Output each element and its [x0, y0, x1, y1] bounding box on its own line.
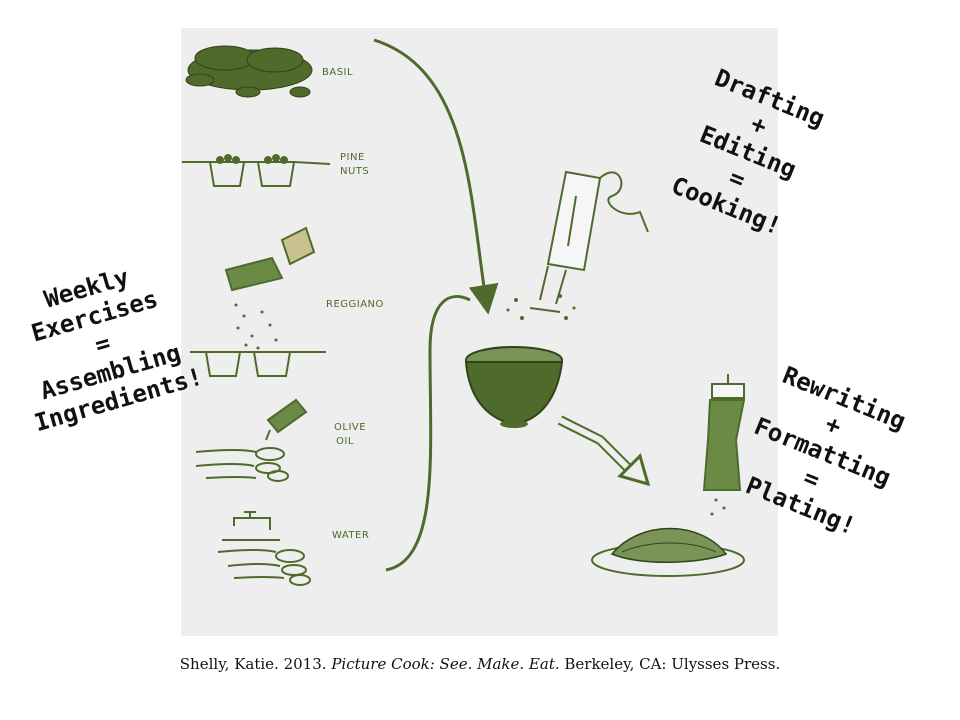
flow-arrows	[373, 38, 651, 572]
label-olive: OLIVE	[334, 422, 366, 433]
water-illustration	[217, 511, 311, 586]
olive-oil-illustration	[195, 398, 308, 482]
pesto-bowl-illustration	[464, 346, 564, 428]
blender-illustration	[506, 170, 649, 320]
label-water: WATER	[332, 530, 369, 541]
plated-pasta-illustration	[591, 527, 745, 577]
label-nuts: NUTS	[340, 166, 369, 177]
label-basil: BASIL	[322, 67, 353, 78]
label-oil: OIL	[336, 436, 354, 447]
citation-publisher: Berkeley, CA: Ulysses Press.	[559, 655, 781, 673]
pine-nuts-illustration	[182, 154, 331, 187]
citation-title: Picture Cook: See. Make. Eat.	[331, 655, 560, 673]
label-pine: PINE	[340, 152, 365, 163]
basil-illustration	[185, 45, 313, 98]
citation-authors: Shelly, Katie. 2013.	[179, 655, 332, 673]
reggiano-illustration	[190, 226, 326, 377]
pepper-mill-illustration	[702, 374, 746, 516]
citation: Shelly, Katie. 2013. Picture Cook: See. …	[0, 655, 960, 673]
label-reggiano: REGGIANO	[326, 299, 384, 310]
